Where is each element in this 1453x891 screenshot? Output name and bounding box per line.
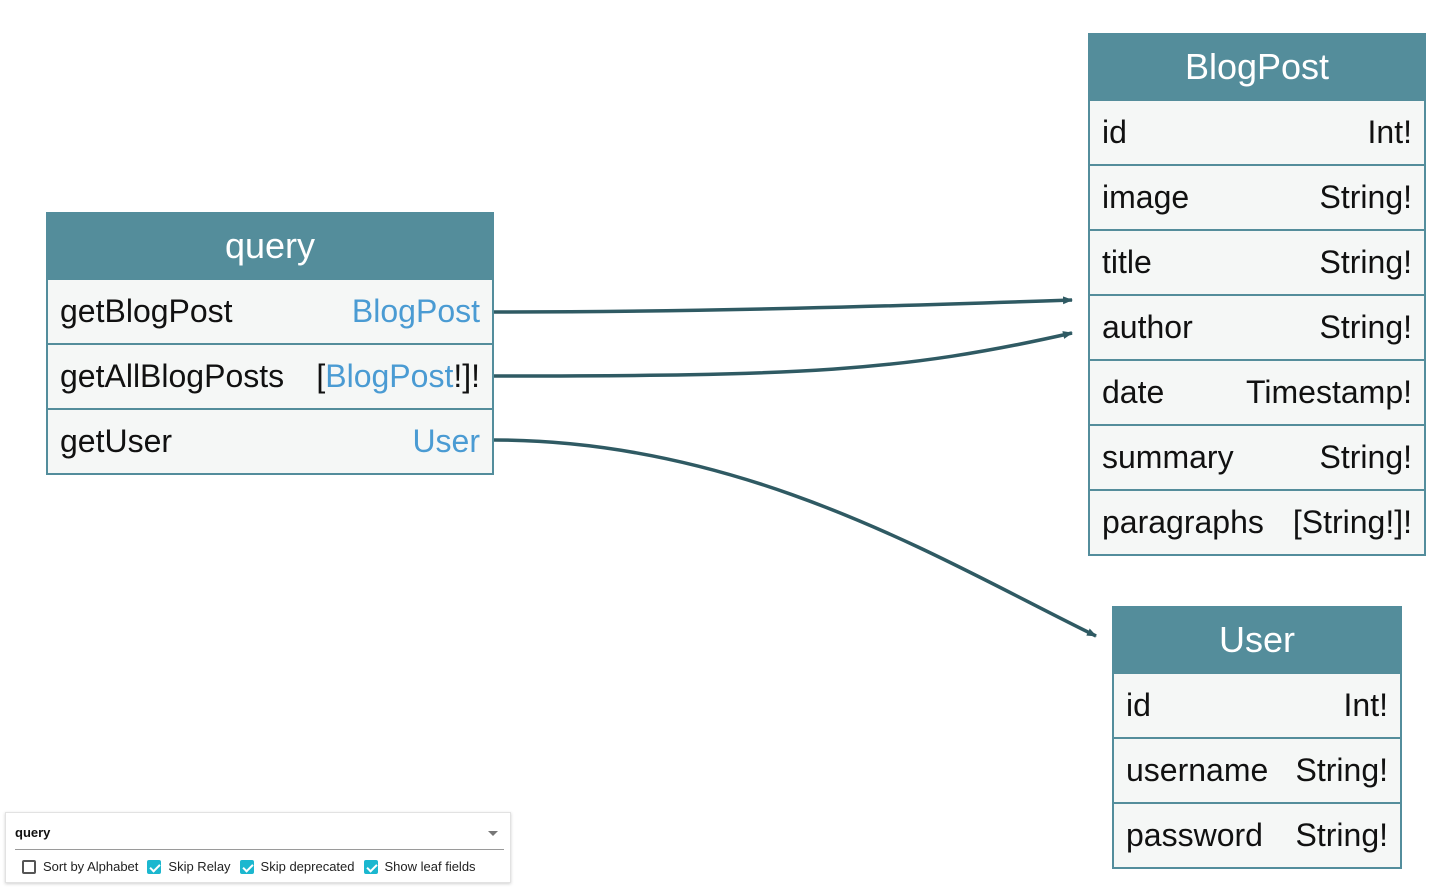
- field-name: id: [1126, 687, 1151, 723]
- field-name: date: [1102, 374, 1165, 410]
- option-show-leaf-fields[interactable]: Show leaf fields: [363, 859, 476, 874]
- type-link[interactable]: BlogPost: [325, 358, 454, 394]
- field-type: String!: [1295, 752, 1388, 788]
- option-label: Skip deprecated: [260, 859, 355, 874]
- field-name: getAllBlogPosts: [60, 358, 285, 394]
- checkbox-icon[interactable]: [22, 859, 36, 874]
- option-label: Show leaf fields: [384, 859, 476, 874]
- field-name: getBlogPost: [60, 293, 233, 329]
- field-type: Timestamp!: [1246, 374, 1412, 410]
- field-type: BlogPost: [352, 293, 480, 330]
- field-type: [BlogPost!]!: [316, 358, 480, 394]
- field-getuser[interactable]: getUser User: [48, 408, 492, 473]
- field-type: [String!]!: [1292, 504, 1412, 540]
- options-row: Sort by Alphabet Skip Relay Skip depreca…: [22, 859, 485, 874]
- option-skip-relay[interactable]: Skip Relay: [147, 859, 231, 874]
- field-date: date Timestamp!: [1090, 359, 1424, 424]
- edge-getallblogposts-to-blogpost[interactable]: [493, 331, 1073, 378]
- field-password: password String!: [1114, 802, 1400, 867]
- node-title: query: [48, 214, 492, 278]
- field-name: password: [1126, 817, 1263, 853]
- option-label: Sort by Alphabet: [43, 859, 139, 874]
- field-id: id Int!: [1090, 99, 1424, 164]
- field-name: title: [1102, 244, 1152, 280]
- checkbox-checked-icon[interactable]: [363, 859, 378, 874]
- chevron-down-icon[interactable]: [488, 831, 498, 836]
- field-name: image: [1102, 179, 1190, 215]
- field-image: image String!: [1090, 164, 1424, 229]
- checkbox-checked-icon[interactable]: [239, 859, 254, 874]
- field-name: username: [1126, 752, 1269, 788]
- edge-getuser-to-user[interactable]: [493, 438, 1097, 638]
- field-type: User: [412, 423, 480, 460]
- field-type: String!: [1295, 817, 1388, 853]
- field-type: String!: [1319, 244, 1412, 280]
- option-sort-by-alphabet[interactable]: Sort by Alphabet: [22, 859, 138, 874]
- field-name: paragraphs: [1102, 504, 1264, 540]
- node-title: User: [1114, 608, 1400, 672]
- field-name: getUser: [60, 423, 173, 459]
- root-type-value: query: [15, 825, 51, 840]
- field-username: username String!: [1114, 737, 1400, 802]
- option-label: Skip Relay: [168, 859, 231, 874]
- field-author: author String!: [1090, 294, 1424, 359]
- root-type-select[interactable]: query: [15, 825, 504, 850]
- edge-getblogpost-to-blogpost[interactable]: [493, 296, 1073, 314]
- field-type: String!: [1319, 309, 1412, 345]
- field-type: Int!: [1367, 114, 1412, 150]
- field-name: summary: [1102, 439, 1234, 475]
- field-type: String!: [1319, 179, 1412, 215]
- type-link[interactable]: BlogPost: [351, 293, 480, 329]
- node-title: BlogPost: [1090, 35, 1424, 99]
- type-link[interactable]: User: [412, 423, 480, 459]
- field-getallblogposts[interactable]: getAllBlogPosts [BlogPost!]!: [48, 343, 492, 408]
- field-title: title String!: [1090, 229, 1424, 294]
- node-query[interactable]: query getBlogPost BlogPost getAllBlogPos…: [46, 212, 494, 475]
- checkbox-checked-icon[interactable]: [147, 859, 162, 874]
- field-type: Int!: [1343, 687, 1388, 723]
- field-getblogpost[interactable]: getBlogPost BlogPost: [48, 278, 492, 343]
- field-id: id Int!: [1114, 672, 1400, 737]
- settings-panel: query Sort by Alphabet Skip Relay Skip d…: [5, 812, 511, 883]
- field-type: String!: [1319, 439, 1412, 475]
- field-name: id: [1102, 114, 1127, 150]
- field-paragraphs: paragraphs [String!]!: [1090, 489, 1424, 554]
- field-summary: summary String!: [1090, 424, 1424, 489]
- field-name: author: [1102, 309, 1193, 345]
- option-skip-deprecated[interactable]: Skip deprecated: [239, 859, 355, 874]
